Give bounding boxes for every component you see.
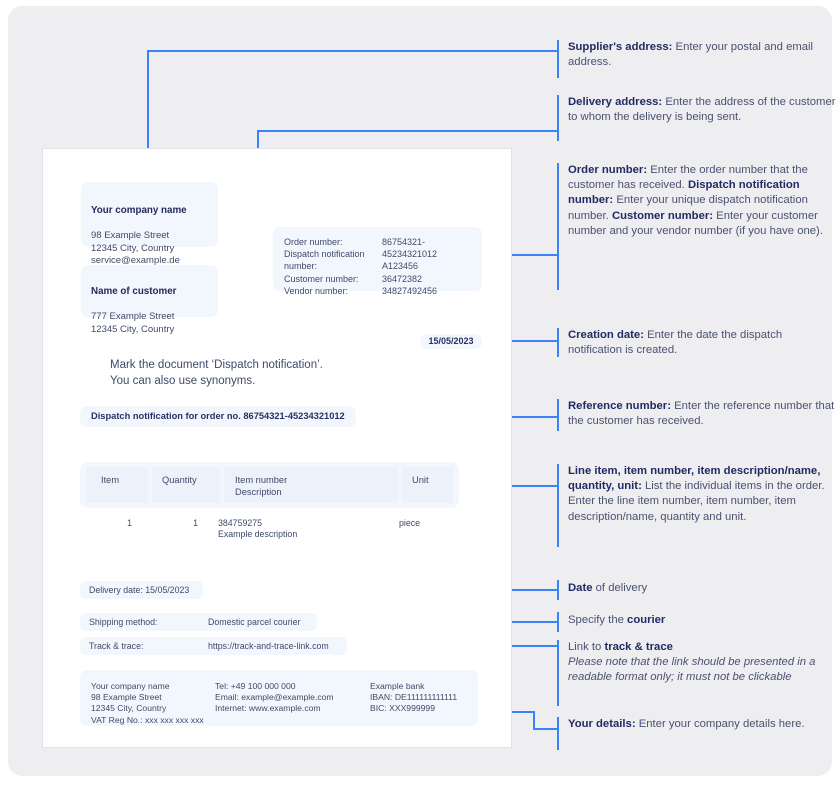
customer-name: Name of customer bbox=[91, 286, 177, 298]
annotation-line-item: Line item, item number, item description… bbox=[568, 464, 836, 525]
track-trace-value: https://track-and-trace-link.com bbox=[208, 641, 329, 651]
annotation-italic-note: Please note that the link should be pres… bbox=[568, 656, 816, 684]
annotation-body: Enter the date the dispatch notification… bbox=[568, 329, 783, 357]
shipping-method-value: Domestic parcel courier bbox=[208, 617, 301, 627]
td-item-number-description: 384759275 Example description bbox=[218, 518, 298, 539]
annotation-title: Date bbox=[568, 582, 593, 594]
annotation-suppliers-address: Supplier's address: Enter your postal an… bbox=[568, 40, 836, 70]
annotation-prefix: Link to bbox=[568, 641, 605, 653]
items-table-header: Item Quantity Item number Description Un… bbox=[80, 462, 459, 508]
annotation-title: Your details: bbox=[568, 718, 636, 730]
supplier-address-block[interactable]: Your company name 98 Example Street 1234… bbox=[81, 182, 218, 266]
annotation-body: List the individual items in the order. … bbox=[568, 480, 825, 523]
dispatch-title-bar[interactable]: Dispatch notification for order no. 8675… bbox=[80, 406, 356, 427]
annotation-order-number: Order number: Enter the order number tha… bbox=[568, 163, 836, 239]
dispatch-number-label: Dispatch notification number: bbox=[284, 249, 365, 272]
annotation-body-3: Enter your customer number and your vend… bbox=[568, 209, 823, 237]
th-quantity: Quantity bbox=[162, 475, 197, 485]
annotation-title: Reference number: bbox=[568, 400, 671, 412]
th-cell-bg-description bbox=[224, 467, 398, 503]
annotation-body: Enter the order number that the customer… bbox=[568, 164, 808, 192]
annotation-body: Enter the reference number that the cust… bbox=[568, 400, 835, 428]
supplier-company-name: Your company name bbox=[91, 205, 187, 217]
creation-date-badge[interactable]: 15/05/2023 bbox=[420, 334, 482, 349]
th-cell-bg-item bbox=[86, 467, 148, 503]
annotation-body: Enter the address of the customer to who… bbox=[568, 96, 836, 124]
vendor-number-label: Vendor number: bbox=[284, 285, 349, 296]
order-number-label: Order number: bbox=[284, 237, 343, 247]
mark-document-note: Mark the document ‘Dispatch notification… bbox=[110, 359, 323, 387]
customer-number-label: Customer number: bbox=[284, 273, 359, 284]
annotation-title-3: Customer number: bbox=[611, 209, 714, 222]
document-page: Your company name 98 Example Street 1234… bbox=[42, 148, 512, 748]
shipping-method-label: Shipping method: bbox=[89, 617, 158, 627]
annotation-title: Supplier's address: bbox=[568, 41, 673, 53]
th-item: Item bbox=[101, 475, 120, 485]
annotation-your-details: Your details: Enter your company details… bbox=[568, 717, 836, 732]
annotation-body: Enter your company details here. bbox=[635, 718, 805, 730]
track-trace-label: Track & trace: bbox=[89, 641, 144, 651]
track-trace-row[interactable]: Track & trace: https://track-and-trace-l… bbox=[80, 637, 347, 655]
annotation-title: Creation date: bbox=[568, 329, 644, 341]
annotation-body-2: Enter your unique dispatch notification … bbox=[568, 194, 808, 222]
dispatch-number-value: A123456 bbox=[382, 261, 419, 272]
annotation-date-of-delivery: Date of delivery bbox=[568, 581, 836, 596]
annotation-reference-number: Reference number: Enter the reference nu… bbox=[568, 399, 836, 429]
annotation-title: Line item, item number, item description… bbox=[568, 465, 821, 493]
footer-company-column: Your company name 98 Example Street 1234… bbox=[91, 681, 204, 725]
annotation-body: Enter your postal and email address. bbox=[568, 41, 814, 69]
annotation-title: Delivery address: bbox=[568, 96, 663, 108]
td-unit: piece bbox=[399, 518, 421, 528]
td-quantity: 1 bbox=[193, 518, 198, 528]
annotation-title-2: Dispatch notification number: bbox=[568, 179, 800, 207]
annotation-title: courier bbox=[627, 614, 666, 626]
vendor-number-value: 34827492456 bbox=[382, 285, 438, 296]
th-cell-bg-unit bbox=[402, 467, 453, 503]
td-item: 1 bbox=[127, 518, 132, 528]
delivery-date-text: Delivery date: 15/05/2023 bbox=[89, 585, 190, 595]
annotation-track-trace: Link to track & trace Please note that t… bbox=[568, 640, 836, 686]
th-cell-bg-quantity bbox=[152, 467, 220, 503]
annotation-title: track & trace bbox=[604, 641, 673, 653]
annotation-courier: Specify the courier bbox=[568, 613, 836, 628]
annotation-body: of delivery bbox=[592, 582, 648, 594]
annotation-prefix: Specify the bbox=[568, 614, 628, 626]
customer-number-value: 36472382 bbox=[382, 273, 423, 284]
annotation-creation-date: Creation date: Enter the date the dispat… bbox=[568, 328, 836, 358]
th-item-number-description: Item number Description bbox=[235, 475, 288, 497]
delivery-address-lines: 777 Example Street 12345 City, Country bbox=[91, 311, 175, 335]
order-meta-block[interactable]: Order number: 86754321-45234321012 Dispa… bbox=[273, 227, 482, 296]
footer-details-block[interactable]: Your company name 98 Example Street 1234… bbox=[80, 670, 478, 726]
order-number-value: 86754321-45234321012 bbox=[382, 237, 438, 260]
footer-bank-column: Example bank IBAN: DE111111111111 BIC: X… bbox=[370, 681, 458, 714]
supplier-address-lines: 98 Example Street 12345 City, Country se… bbox=[91, 230, 180, 267]
footer-contact-column: Tel: +49 100 000 000 Email: example@exam… bbox=[215, 681, 334, 714]
shipping-method-row[interactable]: Shipping method: Domestic parcel courier bbox=[80, 613, 317, 631]
th-unit: Unit bbox=[412, 475, 429, 485]
annotation-delivery-address: Delivery address: Enter the address of t… bbox=[568, 95, 836, 125]
delivery-address-block[interactable]: Name of customer 777 Example Street 1234… bbox=[81, 265, 218, 335]
delivery-date-row[interactable]: Delivery date: 15/05/2023 bbox=[80, 581, 203, 599]
annotation-title: Order number: bbox=[568, 164, 648, 176]
